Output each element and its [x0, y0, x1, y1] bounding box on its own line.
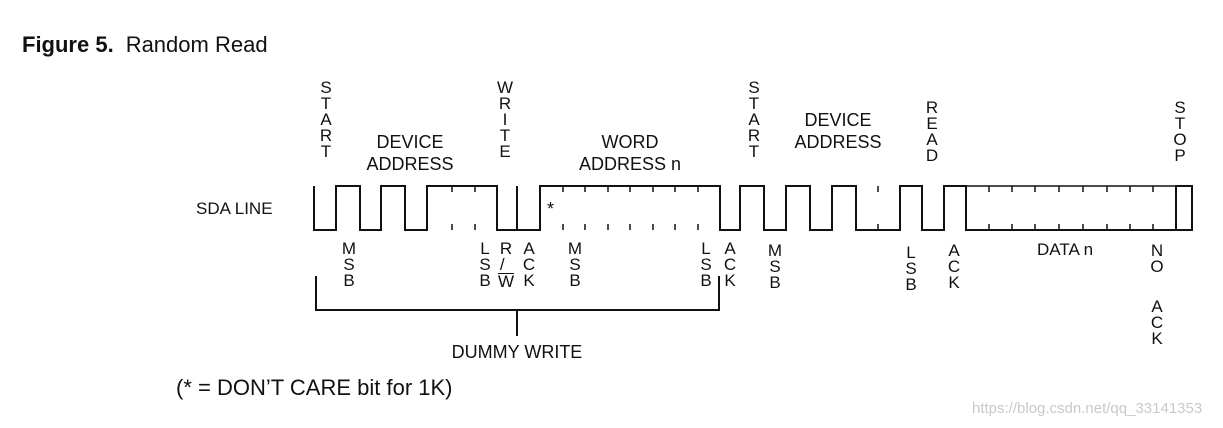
r-w-top-label: R/	[499, 239, 513, 274]
watermark: https://blog.csdn.net/qq_33141353	[972, 400, 1203, 417]
device-address-1-line1: DEVICE	[376, 132, 444, 152]
figure-name: Random Read	[125, 32, 268, 57]
dummy-write-bracket	[315, 276, 720, 311]
word-address-line2: ADDRESS n	[578, 154, 682, 174]
data-n-label: DATA n	[1036, 240, 1094, 259]
sda-line-label: SDA LINE	[196, 199, 273, 218]
device-address-2-ticks	[877, 186, 901, 230]
word-address-label: WORD ADDRESS n	[560, 131, 700, 175]
sda-waveform	[313, 185, 1193, 231]
device-address-1-label: DEVICE ADDRESS	[355, 131, 465, 175]
device-address-1-ticks	[426, 186, 476, 230]
device-address-2-label: DEVICE ADDRESS	[783, 109, 893, 153]
dummy-write-label: DUMMY WRITE	[451, 342, 583, 362]
device-address-2-line1: DEVICE	[804, 110, 872, 130]
figure-title: Figure 5. Random Read	[22, 32, 268, 58]
footnote: (* = DON’T CARE bit for 1K)	[176, 375, 453, 400]
r-w-label: R/ W	[497, 239, 515, 291]
data-n-ticks	[966, 185, 1176, 230]
word-address-ticks	[562, 186, 699, 230]
figure-number: Figure 5.	[22, 32, 114, 57]
word-address-line1: WORD	[601, 132, 659, 152]
r-w-bar-label: W	[497, 272, 515, 291]
device-address-2-line2: ADDRESS	[794, 132, 882, 152]
device-address-1-line2: ADDRESS	[366, 154, 454, 174]
dont-care-mark: *	[547, 199, 555, 219]
